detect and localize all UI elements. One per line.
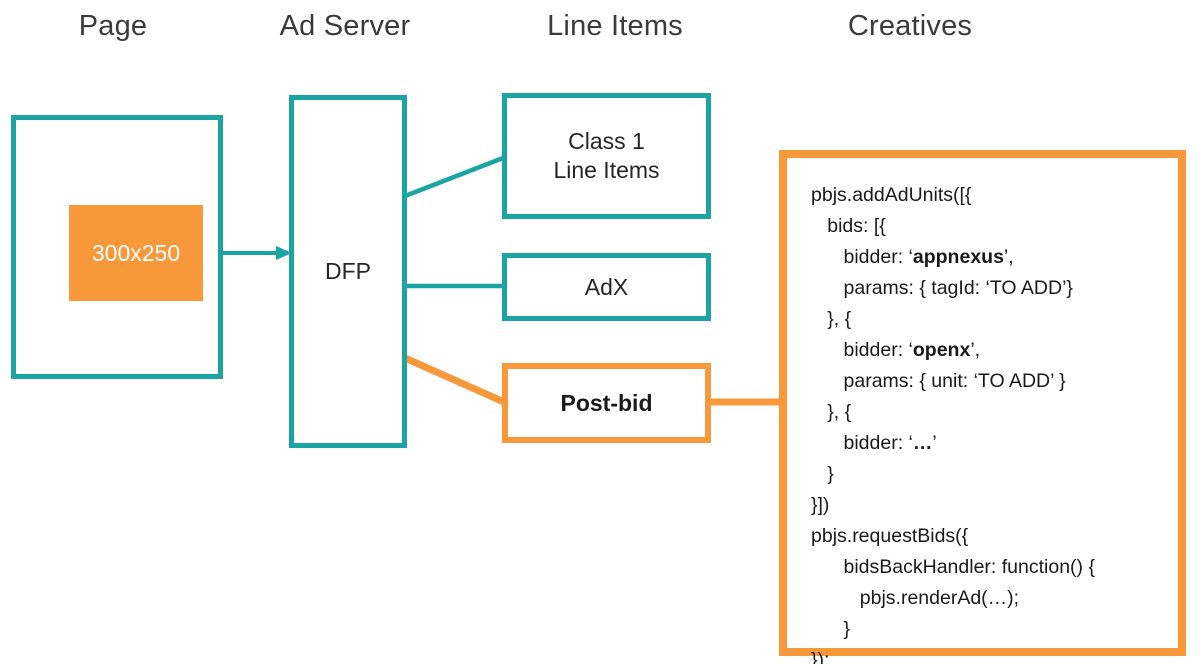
class1-line-1: Class 1	[568, 127, 645, 154]
code-line: pbjs.requestBids({	[811, 525, 969, 547]
column-header-line-items: Line Items	[547, 10, 683, 42]
code-bidder-name: appnexus	[912, 246, 1004, 268]
code-line: }])	[811, 494, 830, 516]
connector-dfp-to-class1	[404, 155, 504, 199]
code-line: pbjs.addAdUnits([{	[811, 184, 972, 206]
class1-line-items-box[interactable]: Class 1 Line Items	[502, 93, 711, 219]
post-bid-label: Post-bid	[560, 389, 653, 416]
code-line: bidsBackHandler: function() {	[811, 556, 1095, 578]
creatives-code-panel: pbjs.addAdUnits([{ bids: [{ bidder: ‘app…	[779, 150, 1186, 664]
creative-300x250-label: 300x250	[91, 239, 181, 266]
column-header-ad-server: Ad Server	[279, 10, 411, 42]
column-header-page: Page	[78, 10, 148, 42]
code-line: });	[811, 649, 830, 664]
class1-line-2: Line Items	[553, 157, 660, 183]
adx-label: AdX	[584, 273, 629, 300]
dfp-label: DFP	[325, 258, 371, 285]
code-line: bidder: ‘appnexus’,	[811, 246, 1014, 268]
code-line: bidder: ‘openx’,	[811, 339, 981, 361]
creative-300x250-box[interactable]: 300x250	[69, 205, 203, 301]
code-line: }	[811, 463, 834, 485]
code-line: }	[811, 618, 851, 640]
code-line: pbjs.renderAd(…);	[811, 587, 1020, 609]
code-line: bidder: ‘…’	[811, 432, 937, 454]
code-line: params: { tagId: ‘TO ADD’}	[811, 277, 1073, 299]
code-line: }, {	[811, 401, 852, 423]
code-line: params: { unit: ‘TO ADD’ }	[811, 370, 1066, 392]
class1-line-items-label: Class 1 Line Items	[553, 127, 659, 186]
adx-box[interactable]: AdX	[502, 253, 711, 321]
post-bid-box[interactable]: Post-bid	[502, 363, 711, 443]
code-bidder-name: openx	[912, 339, 971, 361]
dfp-box[interactable]: DFP	[289, 95, 407, 448]
column-header-creatives: Creatives	[847, 10, 973, 42]
code-bidder-name: …	[912, 432, 933, 454]
code-snippet: pbjs.addAdUnits([{ bids: [{ bidder: ‘app…	[811, 180, 1172, 664]
code-line: bids: [{	[811, 215, 886, 237]
connector-dfp-to-postbid	[403, 354, 506, 406]
code-line: }, {	[811, 308, 852, 330]
